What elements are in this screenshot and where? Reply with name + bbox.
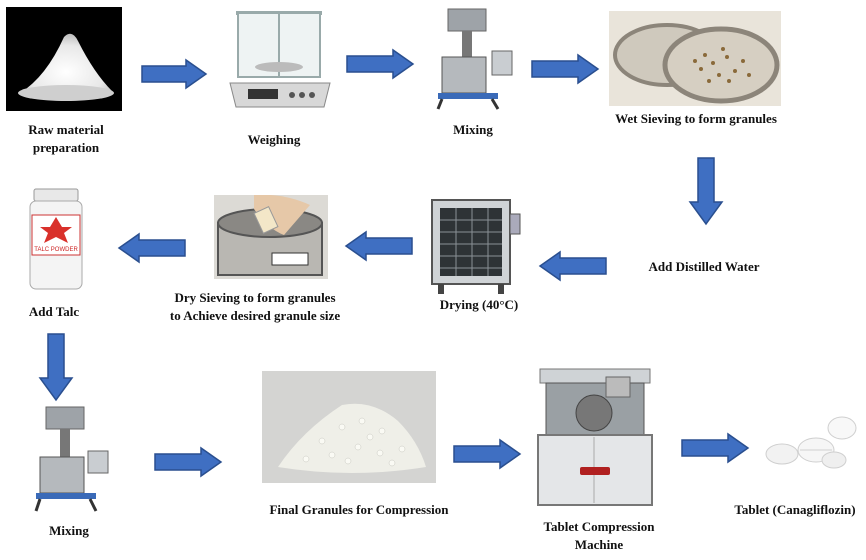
arrow-right-5	[452, 438, 522, 470]
wet-sieving-image	[609, 11, 781, 106]
mixing-label-2: Mixing	[49, 523, 89, 538]
arrow-right-2	[345, 48, 415, 80]
final-granules-label: Final Granules for Compression	[269, 502, 449, 517]
arrow-right-6	[680, 432, 750, 464]
mixing-machine-image-2	[32, 405, 114, 513]
final-granules-image	[262, 371, 436, 483]
arrow-left-3	[117, 232, 187, 264]
mixing-label-1: Mixing	[453, 122, 493, 137]
talc-powder-jar-image: TALC POWDER	[26, 187, 86, 291]
arrow-down-1	[688, 156, 724, 226]
drying-label: Drying (40°C)	[439, 297, 519, 312]
weighing-label: Weighing	[247, 132, 301, 147]
arrow-down-2	[38, 332, 74, 402]
tablet-label: Tablet (Canagliflozin)	[734, 502, 856, 517]
weighing-balance-image	[226, 5, 334, 113]
arrow-right-1	[140, 58, 208, 90]
arrow-right-3	[530, 53, 600, 85]
talc-jar-text: TALC POWDER	[34, 247, 78, 253]
tablets-image	[764, 414, 860, 472]
drying-oven-image	[428, 196, 524, 296]
add-distilled-water-label: Add Distilled Water	[648, 259, 760, 274]
mixing-machine-image-1	[434, 7, 520, 111]
arrow-right-4	[153, 446, 223, 478]
dry-sieving-image	[214, 195, 328, 279]
tablet-compression-machine-image	[534, 367, 656, 509]
raw-material-powder-image	[6, 7, 122, 111]
wet-sieving-label: Wet Sieving to form granules	[615, 111, 777, 126]
arrow-left-1	[538, 250, 608, 282]
add-talc-label: Add Talc	[28, 304, 80, 319]
arrow-left-2	[344, 230, 414, 262]
